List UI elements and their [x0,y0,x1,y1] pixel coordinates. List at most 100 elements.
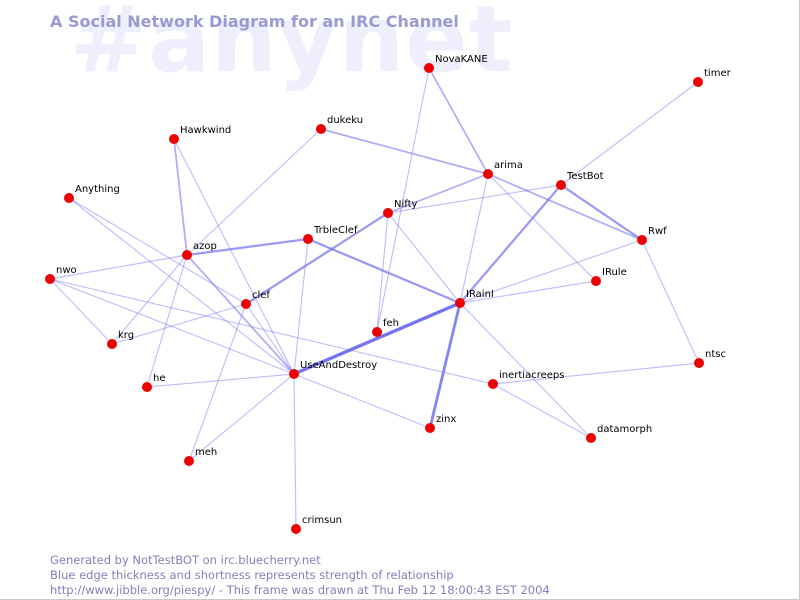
edge-he-azop [146,254,188,388]
node-nwo[interactable]: nwo [45,265,77,284]
edge-meh-UseAndDestroy [188,373,295,462]
node-meh[interactable]: meh [184,447,217,466]
node-dot[interactable] [425,423,435,433]
edge-krg-azop [111,254,188,345]
edge-IRainI-datamorph [459,302,592,439]
node-dot[interactable] [289,369,299,379]
node-dot[interactable] [169,134,179,144]
node-dot[interactable] [303,234,313,244]
node-dot[interactable] [424,63,434,73]
node-dot[interactable] [693,77,703,87]
node-label: Anything [75,184,120,195]
node-TrbleClef[interactable]: TrbleClef [303,225,358,244]
node-dot[interactable] [142,382,152,392]
node-dot[interactable] [694,358,704,368]
footer-source-timestamp: http://www.jibble.org/piespy/ - This fra… [50,583,550,597]
node-label: dukeku [327,115,363,126]
node-timer[interactable]: timer [693,68,732,87]
node-Nifty[interactable]: Nifty [383,199,418,218]
node-label: azop [193,241,217,252]
node-dot[interactable] [556,180,566,190]
edge-Hawkwind-UseAndDestroy [173,138,295,375]
node-UseAndDestroy[interactable]: UseAndDestroy [289,360,377,379]
node-feh[interactable]: feh [372,318,399,337]
node-label: IRainI [466,289,494,300]
edge-he-UseAndDestroy [146,373,295,388]
node-dot[interactable] [591,276,601,286]
node-IRainI[interactable]: IRainI [455,289,494,308]
node-label: clef [252,290,270,301]
node-label: nwo [56,265,77,276]
node-label: timer [704,68,732,79]
node-label: inertiacreeps [499,370,564,381]
edge-UseAndDestroy-crimsun [293,373,297,530]
node-NovaKANE[interactable]: NovaKANE [424,54,488,73]
channel-watermark: #anynet [70,0,514,93]
node-datamorph[interactable]: datamorph [586,424,652,443]
node-dot[interactable] [383,208,393,218]
edge-azop-TrbleClef [186,237,309,257]
node-label: datamorph [597,424,652,435]
node-crimsun[interactable]: crimsun [291,515,342,534]
node-label: feh [383,318,399,329]
edge-nwo-UseAndDestroy [49,278,295,375]
edge-clef-Nifty [245,212,389,305]
node-label: he [153,373,166,384]
edge-Nifty-IRainI [387,212,461,304]
node-dot[interactable] [182,250,192,260]
node-IRule[interactable]: IRule [591,267,627,286]
node-label: TestBot [566,171,604,182]
node-dot[interactable] [483,169,493,179]
node-zinx[interactable]: zinx [425,414,456,433]
edge-IRainI-IRule [459,280,597,304]
node-TestBot[interactable]: TestBot [556,171,604,190]
node-he[interactable]: he [142,373,166,392]
edge-Anything-UseAndDestroy [68,197,295,375]
edge-timer-TestBot [560,81,699,186]
diagram-title: A Social Network Diagram for an IRC Chan… [50,12,459,31]
node-krg[interactable]: krg [107,330,134,349]
node-clef[interactable]: clef [241,290,270,309]
edge-Nifty-feh [376,212,389,333]
node-dot[interactable] [637,235,647,245]
edge-dukeku-arima [320,128,489,175]
edge-TrbleClef-IRainI [307,237,461,305]
edge-dukeku-azop [186,128,322,256]
edge-Nifty-arima [387,173,489,214]
node-dot[interactable] [291,524,301,534]
edge-Rwf-ntsc [641,239,700,364]
node-label: zinx [436,414,456,425]
node-dot[interactable] [241,299,251,309]
node-dot[interactable] [372,327,382,337]
node-inertiacreeps[interactable]: inertiacreeps [488,370,564,389]
node-dot[interactable] [184,456,194,466]
node-dukeku[interactable]: dukeku [316,115,363,134]
footer: Generated by NotTestBOT on irc.bluecherr… [50,553,550,598]
node-dot[interactable] [586,433,596,443]
node-Rwf[interactable]: Rwf [637,226,667,245]
node-dot[interactable] [455,298,465,308]
node-dot[interactable] [316,124,326,134]
edge-arima-IRainI [459,173,489,304]
node-arima[interactable]: arima [483,160,523,179]
edge-arima-IRule [487,173,597,282]
node-azop[interactable]: azop [182,241,217,260]
node-ntsc[interactable]: ntsc [694,349,726,368]
edge-IRainI-zinx [428,302,462,429]
edge-UseAndDestroy-IRainI [293,301,461,376]
edge-Nifty-TestBot [387,184,562,214]
node-Anything[interactable]: Anything [64,184,120,203]
edge-nwo-krg [49,278,113,345]
node-dot[interactable] [107,339,117,349]
node-Hawkwind[interactable]: Hawkwind [169,125,231,144]
node-dot[interactable] [45,274,55,284]
edge-NovaKANE-arima [428,67,489,175]
footer-generated-by: Generated by NotTestBOT on irc.bluecherr… [50,553,321,567]
node-label: IRule [602,267,627,278]
edge-TestBot-IRainI [459,184,562,304]
node-dot[interactable] [488,379,498,389]
node-dot[interactable] [64,193,74,203]
edge-ntsc-inertiacreeps [492,362,700,385]
